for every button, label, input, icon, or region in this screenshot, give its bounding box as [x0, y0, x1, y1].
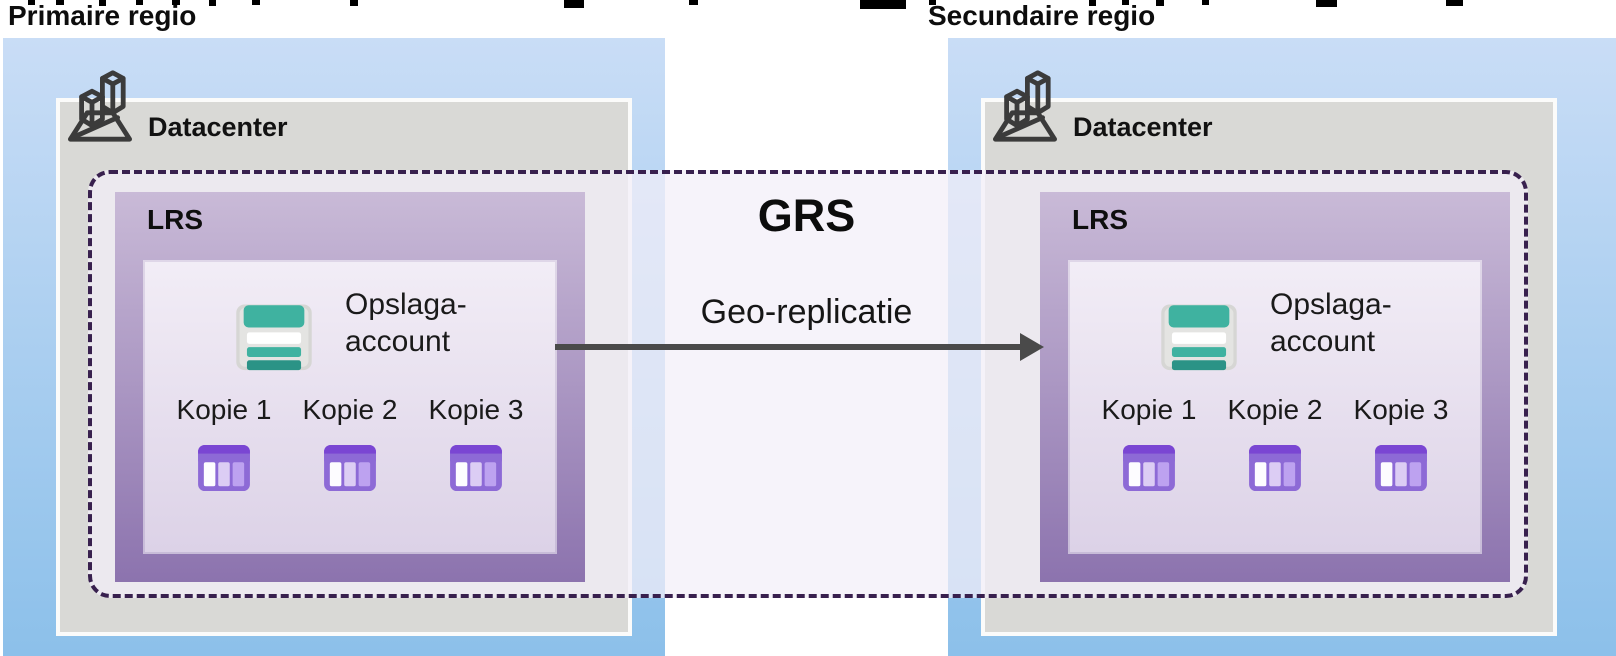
- cropped-text-mark: [56, 0, 64, 5]
- cropped-text-mark: [1089, 0, 1096, 6]
- lrs-label: LRS: [1072, 204, 1128, 235]
- storage-account-label: Opslaga- account: [1270, 286, 1392, 360]
- geo-replication-label: Geo-replicatie: [700, 293, 913, 331]
- geo-replication-arrow-line: [555, 344, 1021, 350]
- table-icon: [198, 444, 250, 492]
- cropped-text-mark: [99, 0, 106, 6]
- cropped-text-mark: [689, 0, 698, 5]
- cropped-text-mark: [172, 0, 180, 5]
- storage-account-label-line2: account: [1270, 325, 1376, 358]
- secondary-region-title: Secundaire regio: [928, 0, 1156, 31]
- cropped-text-mark: [252, 0, 260, 5]
- table-icon: [1249, 444, 1301, 492]
- copy-label: Kopie 2: [302, 394, 398, 425]
- cropped-text-mark: [564, 0, 584, 8]
- primary-lrs-box: LRS Opslaga- account Kopie 1 Kopie 2 Kop…: [115, 192, 585, 582]
- geo-replication-arrow-head: [1020, 333, 1044, 361]
- storage-account-label-line1: Opslaga-: [1270, 288, 1392, 321]
- copy-label: Kopie 3: [428, 394, 524, 425]
- cropped-text-mark: [209, 0, 216, 6]
- datacenter-icon: [68, 70, 133, 142]
- datacenter-label: Datacenter: [1073, 112, 1213, 142]
- copy-label: Kopie 3: [1353, 394, 1449, 425]
- grs-label: GRS: [757, 190, 856, 241]
- table-icon: [324, 444, 376, 492]
- datacenter-label: Datacenter: [148, 112, 288, 142]
- storage-account-icon: [1161, 304, 1237, 371]
- storage-account-icon: [236, 304, 312, 371]
- cropped-text-mark: [1446, 0, 1463, 6]
- copy-label: Kopie 1: [1101, 394, 1197, 425]
- cropped-text-mark: [28, 0, 35, 5]
- secondary-storage-panel: Opslaga- account Kopie 1 Kopie 2 Kopie 3: [1070, 262, 1480, 552]
- cropped-text-mark: [1122, 0, 1129, 5]
- cropped-text-mark: [136, 0, 143, 5]
- storage-account-label-line1: Opslaga-: [345, 288, 467, 321]
- storage-account-label: Opslaga- account: [345, 286, 467, 360]
- datacenter-icon: [993, 70, 1057, 142]
- storage-account-label-line2: account: [345, 325, 451, 358]
- copy-label: Kopie 1: [176, 394, 272, 425]
- cropped-text-mark: [1202, 0, 1209, 5]
- cropped-text-mark: [350, 0, 358, 6]
- primary-storage-panel: Opslaga- account Kopie 1 Kopie 2 Kopie 3: [145, 262, 555, 552]
- cropped-text-mark: [1316, 0, 1337, 7]
- lrs-label: LRS: [147, 204, 203, 235]
- table-icon: [1123, 444, 1175, 492]
- cropped-text-mark: [860, 0, 906, 9]
- cropped-text-mark: [929, 0, 936, 5]
- table-icon: [1375, 444, 1427, 492]
- cropped-text-mark: [1156, 0, 1164, 6]
- table-icon: [450, 444, 502, 492]
- copy-label: Kopie 2: [1227, 394, 1323, 425]
- secondary-lrs-box: LRS Opslaga- account Kopie 1 Kopie 2 Kop…: [1040, 192, 1510, 582]
